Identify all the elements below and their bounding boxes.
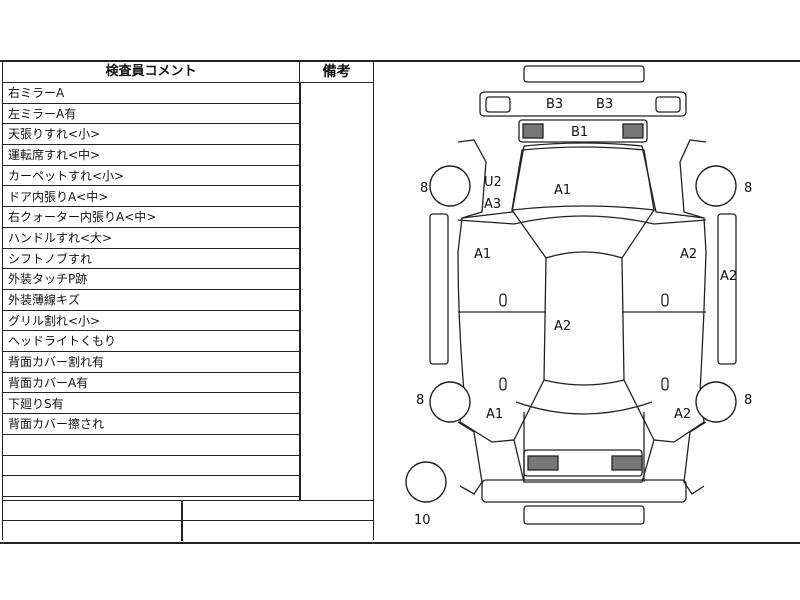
label-right-rear-door: A2 — [680, 247, 697, 262]
remark-column-divider — [299, 82, 301, 500]
comment-row: ハンドルすれ<大> — [3, 228, 299, 249]
label-right-front: A2 — [674, 407, 691, 422]
label-rear-panel: B1 — [571, 125, 588, 140]
rear-bumper-top — [523, 65, 645, 83]
wheel-front-right — [695, 381, 737, 423]
right-side-skirt — [717, 213, 737, 365]
wheel-rear-right — [695, 165, 737, 207]
comment-row — [3, 435, 299, 456]
label-rear-bumper-right: B3 — [596, 97, 613, 112]
front-bumper-lower — [523, 505, 645, 525]
label-left-front: A1 — [486, 407, 503, 422]
comment-column-header: 検査員コメント — [3, 62, 300, 82]
label-spare: 10 — [414, 513, 431, 528]
comment-row: ドア内張りA<中> — [3, 187, 299, 208]
roof — [543, 251, 625, 386]
comment-row: 外装薄線キズ — [3, 290, 299, 311]
comment-row: 右クォーター内張りA<中> — [3, 207, 299, 228]
label-wheel-rear-left: 8 — [420, 181, 428, 196]
label-roof-front: A1 — [554, 183, 571, 198]
comment-row: カーペットすれ<小> — [3, 166, 299, 187]
car-outline — [429, 65, 737, 525]
wheel-front-left — [429, 381, 471, 423]
rear-window — [511, 146, 655, 211]
label-center: A2 — [554, 319, 571, 334]
front-bumper — [481, 479, 687, 503]
label-right-side: A2 — [720, 269, 737, 284]
rear-bumper — [479, 91, 687, 117]
body-outline — [457, 142, 707, 483]
label-left-rear-door: A1 — [474, 247, 491, 262]
comment-row: 天張りすれ<小> — [3, 124, 299, 146]
label-u2: U2 — [484, 175, 502, 190]
comment-row: 下廻りS有 — [3, 394, 299, 415]
comment-row — [3, 456, 299, 477]
comment-row: 背面カバーA有 — [3, 373, 299, 394]
headlight-left — [527, 455, 559, 471]
signature-column-divider — [181, 501, 183, 541]
comment-row: 右ミラーA — [3, 83, 299, 104]
vehicle-damage-diagram: B3 B3 B1 A1 U2 A3 A1 A2 A2 A2 A1 A2 8 8 … — [405, 65, 752, 528]
comment-row — [3, 476, 299, 497]
headlight-right — [611, 455, 643, 471]
remark-column-header: 備考 — [322, 64, 351, 80]
signature-row-divider — [3, 520, 373, 521]
comment-row: ヘッドライトくもり — [3, 331, 299, 353]
label-wheel-front-right: 8 — [744, 393, 752, 408]
wheel-rear-left — [429, 165, 471, 207]
label-a3: A3 — [484, 197, 501, 212]
comment-row: 運転席すれ<中> — [3, 145, 299, 166]
comment-row: 左ミラーA有 — [3, 104, 299, 125]
left-side-skirt — [429, 213, 449, 365]
label-wheel-front-left: 8 — [416, 393, 424, 408]
signature-block — [3, 500, 373, 541]
rear-panel — [518, 119, 648, 143]
inspection-sheet: 検査員コメント 備考 右ミラーA 左ミラーA有 天張りすれ<小> 運転席すれ<中… — [0, 60, 800, 544]
comment-row: 背面カバー擦され — [3, 414, 299, 435]
label-wheel-rear-right: 8 — [744, 181, 752, 196]
label-rear-bumper-left: B3 — [546, 97, 563, 112]
comment-row: 背面カバー割れ有 — [3, 352, 299, 373]
comment-row: シフトノブすれ — [3, 249, 299, 270]
table-header: 検査員コメント 備考 — [3, 62, 373, 83]
comment-row: 外装タッチP跡 — [3, 269, 299, 290]
comment-row: グリル割れ<小> — [3, 311, 299, 332]
inspector-comments-table: 検査員コメント 備考 右ミラーA 左ミラーA有 天張りすれ<小> 運転席すれ<中… — [2, 62, 374, 541]
spare-tire — [405, 461, 447, 503]
